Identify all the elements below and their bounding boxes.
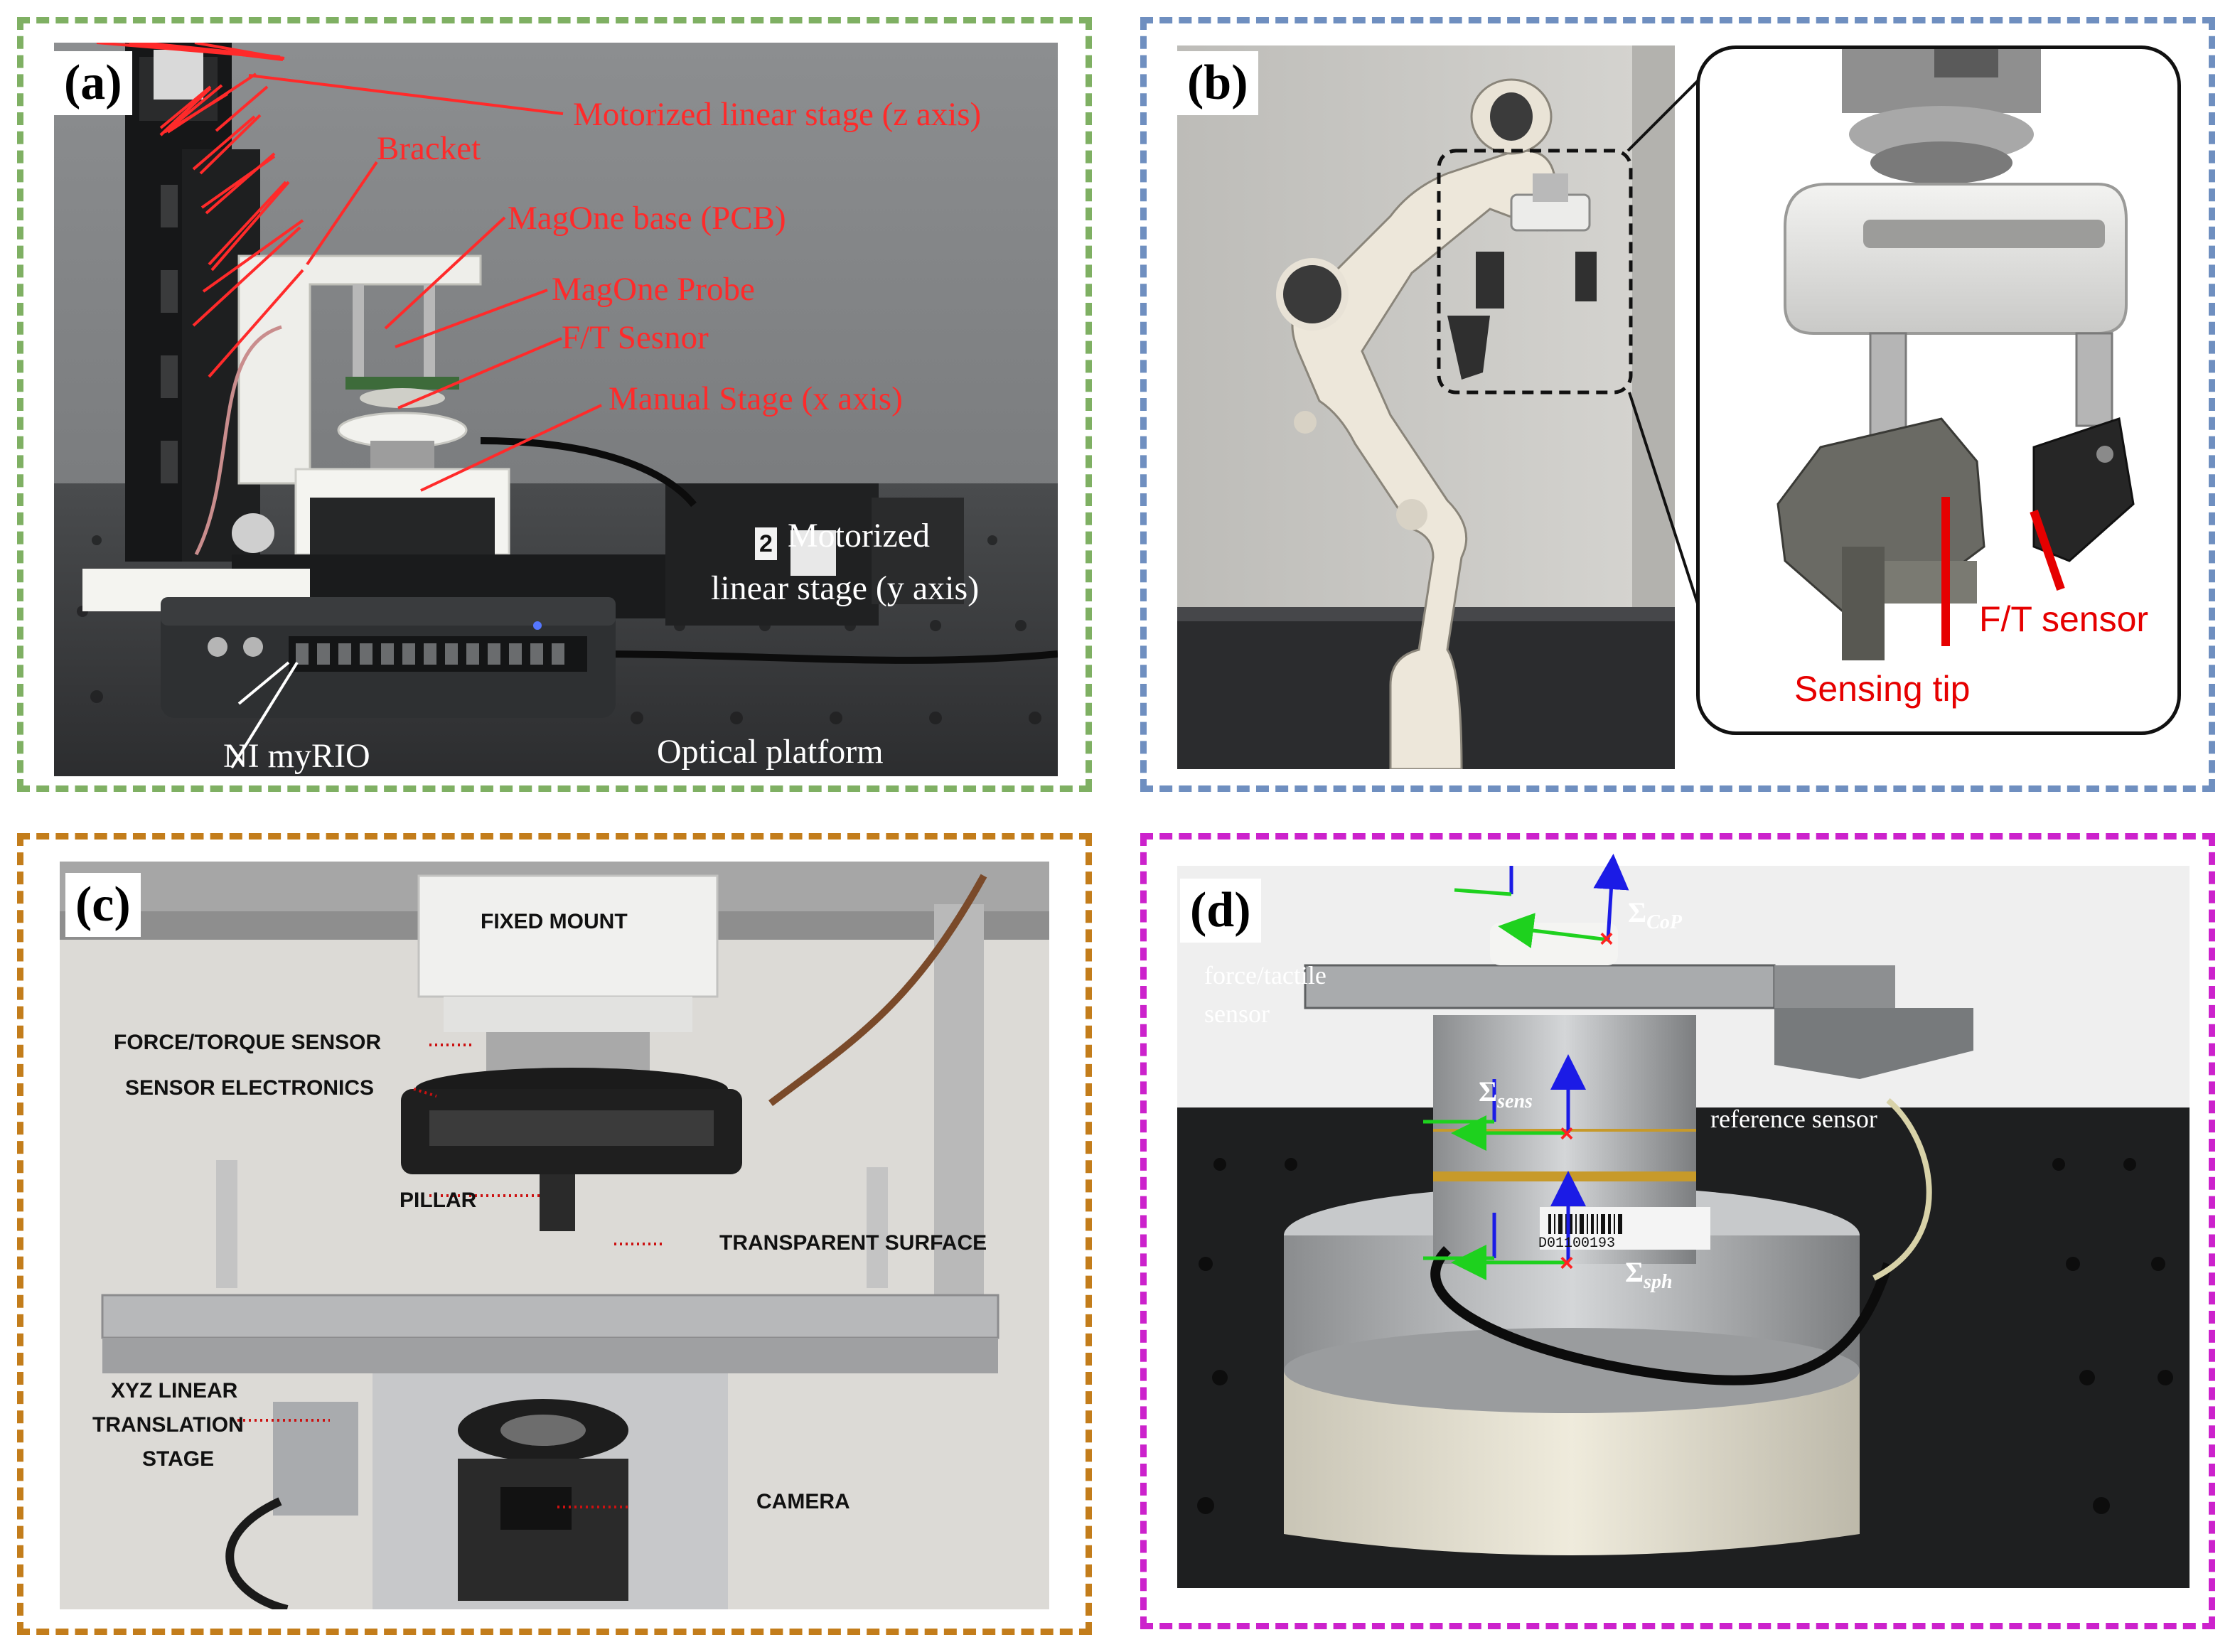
stage-y-badge: 2 xyxy=(755,527,777,560)
robot-arm-illustration xyxy=(1177,45,1675,769)
label-magone-probe: MagOne Probe xyxy=(552,271,755,308)
panel-d-label: (d) xyxy=(1180,879,1261,943)
label-bracket: Bracket xyxy=(377,130,481,167)
label-sigma-sph: Σsph xyxy=(1625,1256,1673,1293)
panel-a-label: (a) xyxy=(54,51,132,115)
panel-b-zoom-inset xyxy=(1696,45,2181,735)
panel-c-photo xyxy=(60,862,1049,1609)
label-xyz-stage-line1: XYZ LINEAR xyxy=(111,1379,238,1402)
panel-d-frame xyxy=(1140,833,2215,1629)
label-ft-sensor-b: F/T sensor xyxy=(1979,599,2149,639)
label-pillar: PILLAR xyxy=(400,1189,477,1212)
label-ni-myrio: NI myRIO xyxy=(223,737,370,775)
panel-a-photo xyxy=(54,43,1058,776)
label-manual-stage: Manual Stage (x axis) xyxy=(609,380,903,417)
label-motorized-z-stage: Motorized linear stage (z axis) xyxy=(573,96,982,133)
label-fixed-mount: FIXED MOUNT xyxy=(481,910,628,933)
frame-sph: × xyxy=(1451,1171,1586,1280)
panel-c-frame xyxy=(17,833,1092,1635)
panel-d-illustration xyxy=(1177,866,2190,1588)
panel-c-label: (c) xyxy=(65,873,141,937)
svg-text:×: × xyxy=(1560,1250,1574,1277)
label-motorized-y-line1: Motorized xyxy=(788,517,930,554)
panel-a-frame xyxy=(17,17,1092,792)
panel-d-photo xyxy=(1177,866,2190,1588)
panel-b-frame xyxy=(1140,17,2215,792)
svg-text:×: × xyxy=(1560,1120,1574,1147)
frame-sens: × xyxy=(1451,1054,1586,1151)
label-motorized-y-line2: linear stage (y axis) xyxy=(711,569,980,607)
gripper-closeup-illustration xyxy=(1776,49,2135,660)
panel-c-illustration xyxy=(60,862,1049,1609)
label-optical-platform: Optical platform xyxy=(657,733,884,771)
label-ft-sensor: F/T Sesnor xyxy=(562,319,709,356)
panel-b-label: (b) xyxy=(1177,51,1258,115)
label-force-tactile-line2: sensor xyxy=(1204,999,1270,1028)
label-xyz-stage-line2: TRANSLATION xyxy=(92,1413,244,1437)
label-sensor-electronics: SENSOR ELECTRONICS xyxy=(125,1076,375,1100)
label-magone-base: MagOne base (PCB) xyxy=(508,200,786,237)
svg-text:×: × xyxy=(1599,926,1614,953)
panel-a-illustration xyxy=(54,43,1058,776)
label-sigma-sens: Σsens xyxy=(1479,1076,1533,1112)
panel-b-photo-robot xyxy=(1177,45,1675,769)
label-sensing-tip: Sensing tip xyxy=(1794,669,1971,709)
label-transparent-surface: TRANSPARENT SURFACE xyxy=(719,1231,987,1255)
label-xyz-stage-line3: STAGE xyxy=(142,1447,215,1471)
label-force-tactile-line1: force/tactile xyxy=(1204,961,1326,989)
barcode-label: D01100193 xyxy=(1538,1235,1616,1252)
label-camera: CAMERA xyxy=(756,1490,850,1513)
label-force-torque-sensor: FORCE/TORQUE SENSOR xyxy=(114,1031,382,1054)
label-reference-sensor: reference sensor xyxy=(1710,1105,1877,1133)
frame-cop: × xyxy=(1498,854,1629,953)
label-sigma-cop: ΣCoP xyxy=(1628,896,1682,933)
